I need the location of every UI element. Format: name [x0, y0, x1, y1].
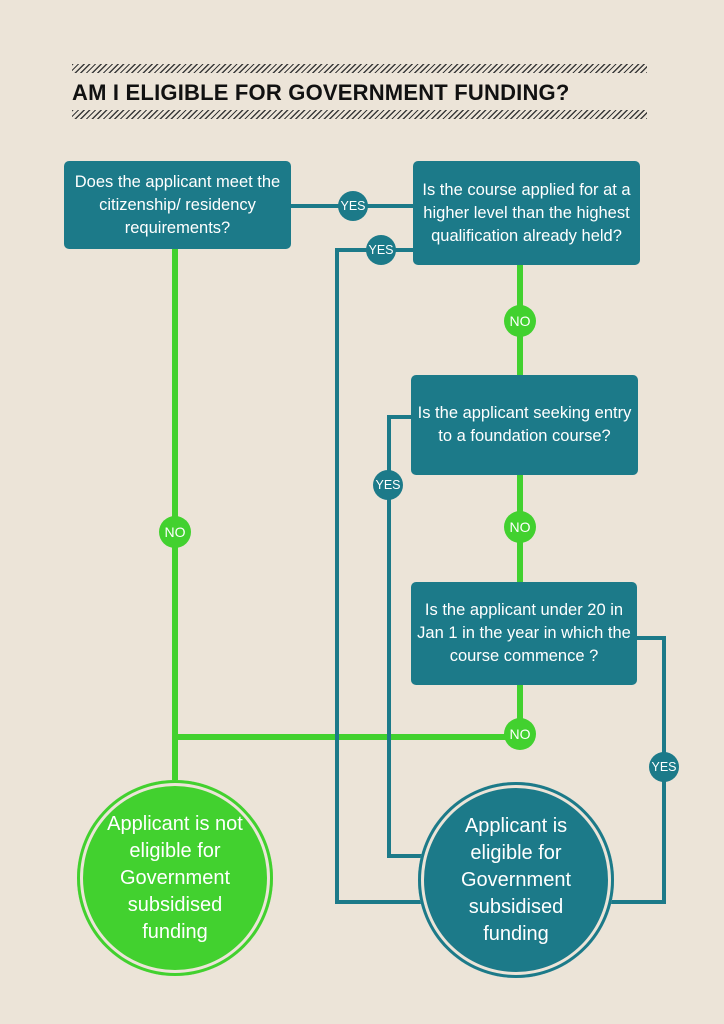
q2-yes-connector — [335, 248, 450, 904]
question-course-level: Is the course applied for at a higher le… — [413, 161, 640, 265]
q1-no-badge: NO — [159, 516, 191, 548]
question-age-text: Is the applicant under 20 in Jan 1 in th… — [417, 601, 631, 665]
q3-no-badge: NO — [504, 511, 536, 543]
title-rule-bottom — [72, 110, 647, 119]
outcome-not-eligible-text: Applicant is not eligible for Government… — [107, 812, 243, 943]
q2-no-badge: NO — [504, 305, 536, 337]
q3-yes-badge: YES — [373, 470, 403, 500]
question-foundation-course-text: Is the applicant seeking entry to a foun… — [417, 404, 632, 445]
outcome-eligible-text: Applicant is eligible for Government sub… — [460, 814, 572, 945]
outcome-eligible: Applicant is eligible for Government sub… — [418, 782, 614, 978]
page-title: AM I ELIGIBLE FOR GOVERNMENT FUNDING? — [72, 80, 570, 105]
question-foundation-course: Is the applicant seeking entry to a foun… — [411, 375, 638, 475]
q1-yes-badge: YES — [338, 191, 368, 221]
q2-yes-badge: YES — [366, 235, 396, 265]
q3-yes-connector — [387, 415, 432, 858]
outcome-not-eligible: Applicant is not eligible for Government… — [77, 780, 273, 976]
question-citizenship-text: Does the applicant meet the citizenship/… — [74, 172, 281, 237]
question-citizenship: Does the applicant meet the citizenship/… — [64, 161, 291, 249]
q4-yes-badge: YES — [649, 752, 679, 782]
q4-no-badge: NO — [504, 718, 536, 750]
question-age: Is the applicant under 20 in Jan 1 in th… — [411, 582, 637, 685]
title-rule-top — [72, 64, 647, 73]
question-course-level-text: Is the course applied for at a higher le… — [422, 180, 631, 245]
